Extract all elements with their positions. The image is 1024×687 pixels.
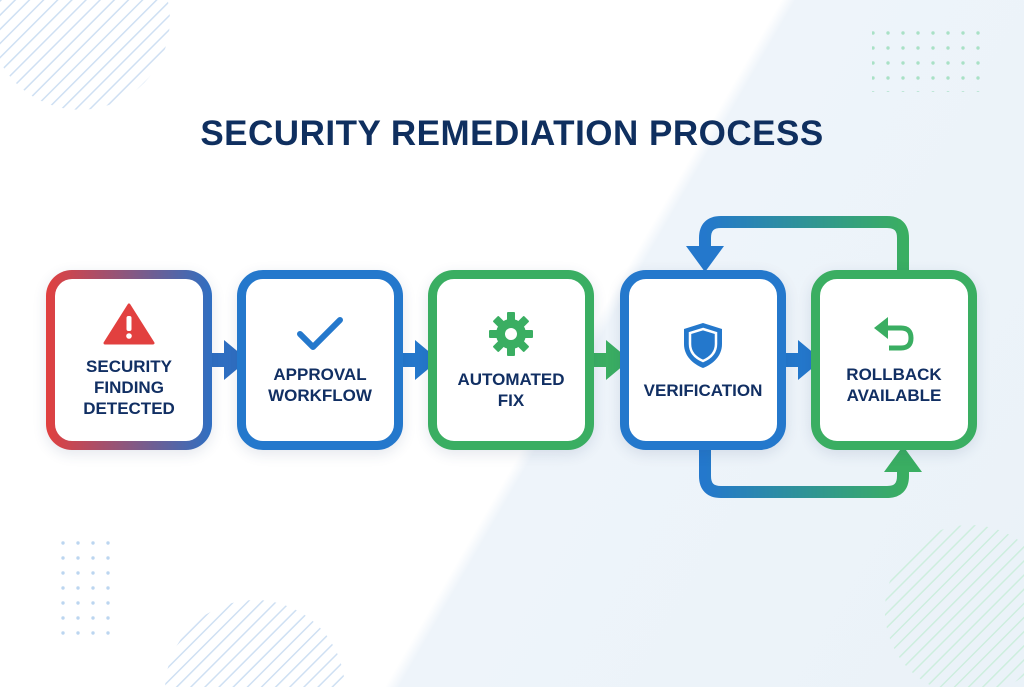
checkmark-icon xyxy=(297,317,343,350)
stripe-decoration xyxy=(0,0,170,110)
step-label: APPROVAL WORKFLOW xyxy=(268,365,372,405)
arrow-1-to-2 xyxy=(205,340,248,380)
step-label: VERIFICATION xyxy=(643,380,763,400)
step-approval-workflow: APPROVAL WORKFLOW xyxy=(237,270,403,450)
stripe-decoration xyxy=(165,599,345,687)
step-label: AUTOMATED FIX xyxy=(457,370,565,410)
stripe-decoration xyxy=(884,524,1024,687)
dot-grid-decoration xyxy=(55,537,120,637)
step-security-finding-detected: SECURITY FINDING DETECTED xyxy=(46,270,212,450)
step-label: ROLLBACK AVAILABLE xyxy=(846,365,942,405)
step-rollback-available: ROLLBACK AVAILABLE xyxy=(811,270,977,450)
page-title: SECURITY REMEDIATION PROCESS xyxy=(200,114,824,153)
gear-icon xyxy=(489,312,533,356)
step-automated-fix: AUTOMATED FIX xyxy=(428,270,594,450)
dot-grid-decoration xyxy=(872,30,982,92)
warning-icon xyxy=(103,303,155,344)
undo-icon xyxy=(874,317,914,351)
step-verification: VERIFICATION xyxy=(620,270,786,450)
shield-icon xyxy=(684,322,722,368)
step-label: SECURITY FINDING DETECTED xyxy=(83,356,175,418)
loop-arrow-rollback-to-verification xyxy=(686,216,909,272)
loop-arrow-verification-to-rollback xyxy=(699,446,922,498)
